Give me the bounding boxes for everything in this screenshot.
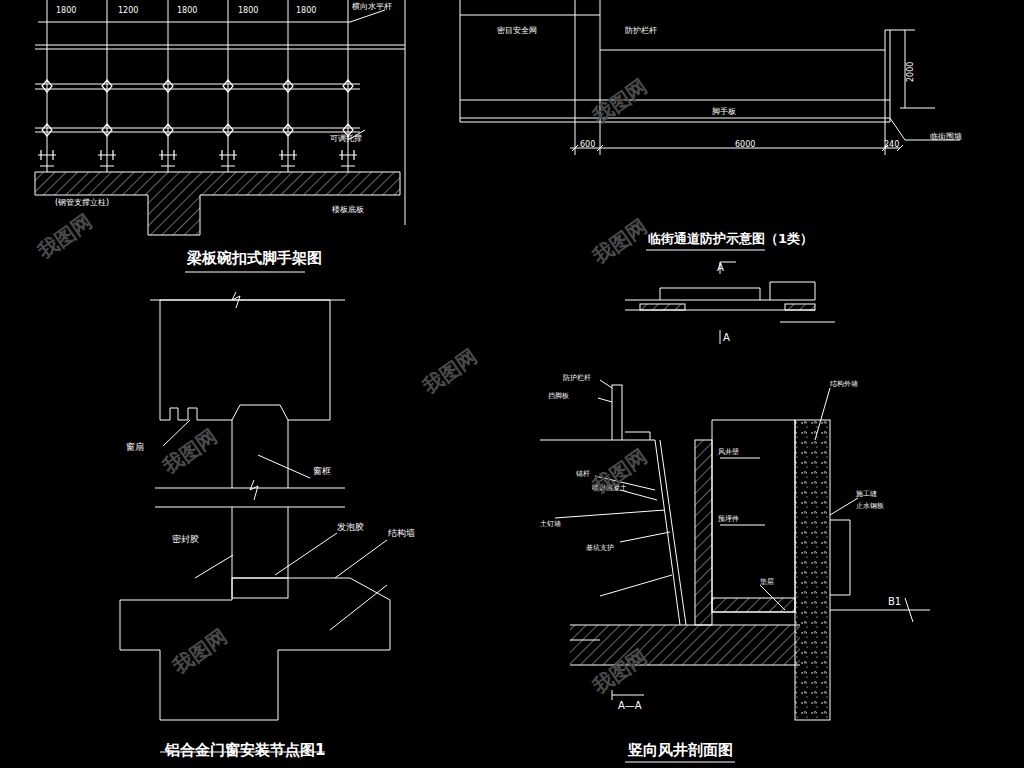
figure-title: 梁板碗扣式脚手架图 [187, 250, 322, 267]
annotation-label: 窗框 [313, 466, 331, 476]
annotation-label: 横向水平杆 [352, 2, 392, 11]
annotation-label: A [723, 332, 730, 344]
dimension-value: 1800 [56, 6, 76, 15]
watermark: 我图网 [34, 210, 96, 263]
figure-title: 竖向风井剖面图 [628, 742, 733, 759]
annotation-label: 土钉墙 [540, 520, 561, 528]
figure-title: 临街通道防护示意图（1类） [648, 232, 813, 247]
annotation-label: 楼板底板 [332, 205, 364, 214]
annotation-label: 挡脚板 [548, 392, 569, 400]
annotation-label: 可调托撑 [330, 134, 362, 143]
shaft-section-figure [540, 380, 930, 762]
annotation-label: 止水钢板 [856, 502, 884, 510]
annotation-label: 防护栏杆 [563, 374, 591, 382]
annotation-label: 脚手板 [712, 107, 736, 116]
watermark: 我图网 [419, 345, 481, 398]
annotation-label: 施工缝 [856, 490, 877, 498]
annotation-label: 垫层 [760, 578, 774, 586]
dimension-value: 1800 [238, 6, 258, 15]
watermark: 我图网 [169, 625, 231, 678]
annotation-label: A—A [618, 700, 642, 712]
annotation-label: 结构外墙 [830, 380, 858, 388]
annotation-label: 密封胶 [172, 534, 199, 544]
annotation-label: 发泡胶 [337, 522, 364, 532]
watermark: 我图网 [589, 215, 651, 268]
watermark: 我图网 [589, 75, 651, 128]
protection-figure [460, 0, 960, 344]
annotation-label: A [717, 262, 724, 274]
annotation-label: 风井壁 [718, 448, 739, 456]
dimension-value: 1800 [177, 6, 197, 15]
dimension-value: 600 [580, 140, 595, 149]
dimension-value: 6000 [735, 140, 755, 149]
annotation-label: 窗扇 [126, 442, 144, 452]
annotation-label: 基坑支护 [586, 544, 614, 552]
annotation-label: 结构墙 [388, 528, 415, 538]
dimension-value: 2000 [906, 62, 915, 82]
figure-title: 铝合金门窗安装节点图1 [165, 742, 325, 759]
window-joint-figure [120, 292, 390, 752]
dimension-value: 240 [884, 140, 899, 149]
annotation-label: (钢管支撑立柱) [55, 198, 109, 207]
dimension-value: 1800 [296, 6, 316, 15]
annotation-label: 密目安全网 [497, 26, 537, 35]
watermark: 我图网 [159, 425, 221, 478]
dimension-value: 1200 [118, 6, 138, 15]
annotation-label: B1 [888, 596, 901, 608]
annotation-label: 预埋件 [718, 515, 739, 523]
annotation-label: 临街围墙 [930, 132, 962, 141]
annotation-label: 防护栏杆 [625, 26, 657, 35]
annotation-label: 锚杆 [576, 470, 590, 478]
